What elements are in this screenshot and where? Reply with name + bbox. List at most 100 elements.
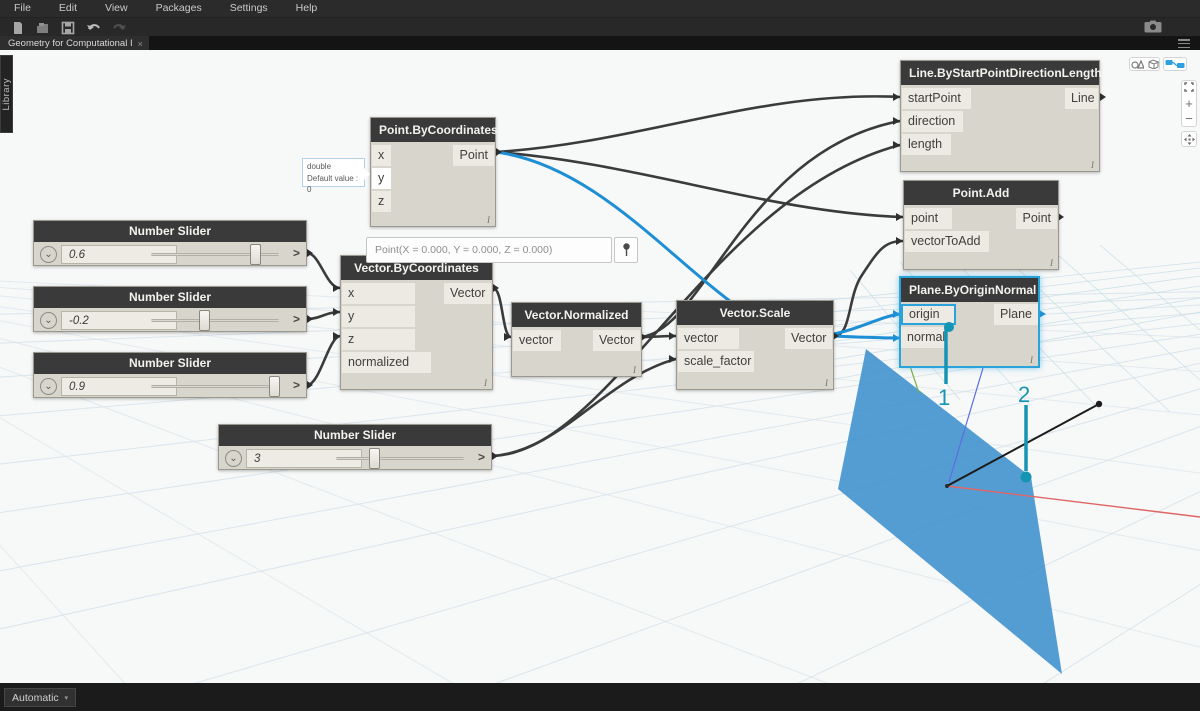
port-vector[interactable]: vector	[513, 330, 561, 351]
menu-edit[interactable]: Edit	[58, 2, 78, 14]
lacing-indicator[interactable]: I	[633, 365, 636, 375]
node-vector-scale[interactable]: Vector.Scale vector scale_factor Vector …	[676, 300, 834, 390]
preview-bubble[interactable]: Point(X = 0.000, Y = 0.000, Z = 0.000)	[366, 237, 612, 263]
node-title[interactable]: Number Slider	[219, 425, 491, 446]
port-out-vector[interactable]: Vector	[785, 328, 832, 349]
graph-view-toggle[interactable]	[1163, 57, 1187, 71]
run-mode-dropdown[interactable]: Automatic ▾	[4, 688, 76, 707]
node-title[interactable]: Point.ByCoordinates	[371, 118, 498, 142]
slider-value-input[interactable]: 0.6	[61, 245, 177, 264]
lacing-indicator[interactable]: I	[1050, 258, 1053, 268]
zoom-in-icon[interactable]: +	[1185, 96, 1193, 111]
slider-handle[interactable]	[250, 244, 261, 265]
tab-geometry[interactable]: Geometry for Computational I ×	[0, 36, 149, 50]
port-out-vector[interactable]: Vector	[593, 330, 640, 351]
node-plane-byoriginnormal[interactable]: Plane.ByOriginNormal origin normal Plane…	[899, 276, 1040, 368]
menu-view[interactable]: View	[105, 2, 128, 14]
save-icon[interactable]	[61, 21, 75, 34]
port-out[interactable]: >	[292, 378, 300, 392]
port-out-point[interactable]: Point	[1016, 208, 1057, 229]
tab-list-menu-icon[interactable]	[1178, 39, 1190, 48]
library-panel-toggle[interactable]: Library	[0, 55, 13, 133]
background-preview-toggle[interactable]	[1129, 57, 1160, 71]
wire[interactable]	[305, 310, 342, 321]
port-out-plane[interactable]: Plane	[994, 304, 1038, 325]
slider-track[interactable]	[151, 310, 279, 331]
chevron-down-icon[interactable]: ⌄	[40, 246, 57, 263]
wire[interactable]	[305, 251, 342, 290]
pan-control[interactable]	[1181, 131, 1197, 147]
node-title[interactable]: Number Slider	[34, 353, 306, 374]
slider-track[interactable]	[151, 376, 280, 397]
node-number-slider-3[interactable]: Number Slider ⌄ 0.9 >	[33, 352, 307, 398]
node-title[interactable]: Vector.Scale	[677, 301, 833, 325]
port-point[interactable]: point	[905, 208, 952, 229]
lacing-indicator[interactable]: I	[825, 378, 828, 388]
new-file-icon[interactable]	[11, 21, 25, 34]
fit-view-icon[interactable]	[1184, 82, 1194, 95]
node-vector-normalized[interactable]: Vector.Normalized vector Vector I	[511, 302, 642, 377]
wire[interactable]	[491, 286, 513, 339]
slider-handle[interactable]	[269, 376, 280, 397]
slider-handle[interactable]	[369, 448, 380, 469]
port-z[interactable]: z	[342, 329, 415, 350]
close-icon[interactable]: ×	[137, 38, 143, 49]
undo-icon[interactable]	[86, 21, 100, 34]
port-length[interactable]: length	[902, 134, 951, 155]
port-out[interactable]: >	[292, 312, 300, 326]
camera-icon[interactable]	[1144, 20, 1162, 33]
port-out-vector[interactable]: Vector	[444, 283, 491, 304]
wire[interactable]	[639, 334, 678, 339]
port-scale-factor[interactable]: scale_factor	[678, 351, 754, 372]
port-out[interactable]: >	[477, 450, 485, 464]
node-vector-bycoordinates[interactable]: Vector.ByCoordinates x y z normalized Ve…	[340, 255, 493, 390]
port-z[interactable]: z	[372, 191, 391, 212]
lacing-indicator[interactable]: I	[487, 215, 490, 225]
port-direction[interactable]: direction	[902, 111, 963, 132]
port-vectortoadd[interactable]: vectorToAdd	[905, 231, 989, 252]
menu-help[interactable]: Help	[295, 2, 318, 14]
port-vector[interactable]: vector	[678, 328, 739, 349]
node-number-slider-4[interactable]: Number Slider ⌄ 3 >	[218, 424, 492, 470]
open-file-icon[interactable]	[36, 21, 50, 34]
node-title[interactable]: Number Slider	[34, 221, 306, 242]
menu-packages[interactable]: Packages	[155, 2, 202, 14]
wire[interactable]	[494, 150, 905, 219]
slider-track[interactable]	[336, 448, 464, 469]
port-y[interactable]: y	[372, 168, 391, 189]
port-y[interactable]: y	[342, 306, 415, 327]
node-title[interactable]: Plane.ByOriginNormal	[901, 278, 1038, 302]
wire[interactable]	[831, 239, 905, 338]
node-number-slider-2[interactable]: Number Slider ⌄ -0.2 >	[33, 286, 307, 332]
node-point-add[interactable]: Point.Add point vectorToAdd Point I	[903, 180, 1059, 270]
node-title[interactable]: Number Slider	[34, 287, 306, 308]
port-out-line[interactable]: Line	[1065, 88, 1098, 109]
port-out-point[interactable]: Point	[453, 145, 494, 166]
node-point-bycoordinates[interactable]: Point.ByCoordinates x y z Point I	[370, 117, 498, 227]
zoom-out-icon[interactable]: −	[1185, 111, 1193, 126]
node-number-slider-1[interactable]: Number Slider ⌄ 0.6 >	[33, 220, 307, 266]
node-title[interactable]: Point.Add	[904, 181, 1058, 205]
wire-selected[interactable]	[831, 334, 902, 340]
pin-preview-button[interactable]	[614, 237, 638, 263]
menu-file[interactable]: File	[14, 2, 31, 14]
lacing-indicator[interactable]: I	[1030, 355, 1033, 365]
menu-settings[interactable]: Settings	[229, 2, 268, 14]
port-origin[interactable]: origin	[901, 304, 956, 325]
port-normal[interactable]: normal	[901, 327, 948, 348]
port-x[interactable]: x	[342, 283, 415, 304]
port-out[interactable]: >	[292, 246, 300, 260]
chevron-down-icon[interactable]: ⌄	[40, 378, 57, 395]
redo-icon[interactable]	[111, 21, 126, 34]
slider-track[interactable]	[151, 244, 279, 265]
slider-handle[interactable]	[199, 310, 210, 331]
port-startpoint[interactable]: startPoint	[902, 88, 971, 109]
lacing-indicator[interactable]: I	[1091, 160, 1094, 170]
port-x[interactable]: x	[372, 145, 391, 166]
node-title[interactable]: Line.ByStartPointDirectionLength	[901, 61, 1102, 85]
port-normalized[interactable]: normalized	[342, 352, 431, 373]
wire[interactable]	[305, 334, 342, 387]
chevron-down-icon[interactable]: ⌄	[225, 450, 242, 467]
node-title[interactable]: Vector.Normalized	[512, 303, 641, 327]
chevron-down-icon[interactable]: ⌄	[40, 312, 57, 329]
